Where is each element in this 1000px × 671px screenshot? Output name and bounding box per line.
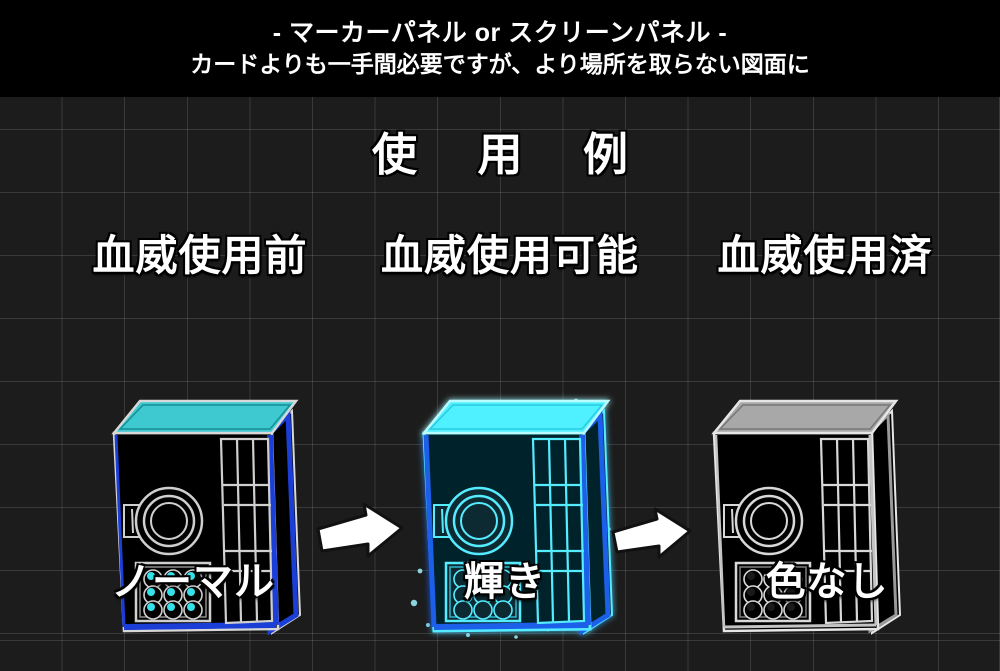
arrow-glow-to-colorless: [608, 505, 696, 576]
device-svg-normal: [111, 399, 302, 636]
banner-subtitle: カードよりも一手間必要ですが、より場所を取らない図面に: [190, 51, 810, 78]
arrow-right-icon: [611, 507, 692, 559]
device-illustration-colorless: [700, 393, 905, 643]
section-title: 使 用 例: [371, 129, 652, 180]
header-banner: - マーカーパネル or スクリーンパネル - カードよりも一手間必要ですが、よ…: [0, 0, 1000, 97]
device-illustration-glow: [408, 389, 618, 649]
banner-title: - マーカーパネル or スクリーンパネル -: [272, 18, 728, 47]
column-heading-normal: 血威使用前: [92, 232, 308, 279]
column-caption-colorless: 色なし: [765, 560, 889, 604]
column-heading-glow: 血威使用可能: [380, 232, 639, 279]
grid-background: [0, 97, 1000, 671]
column-caption-glow: 輝き: [464, 560, 546, 604]
column-heading-colorless: 血威使用済: [717, 232, 933, 279]
device-illustration-normal: [100, 393, 305, 643]
device-svg-glow: [410, 398, 614, 639]
column-caption-normal: ノーマル: [111, 560, 275, 604]
arrow-right-icon: [316, 502, 404, 558]
arrow-normal-to-glow: [312, 499, 408, 576]
device-svg-colorless: [711, 399, 902, 635]
